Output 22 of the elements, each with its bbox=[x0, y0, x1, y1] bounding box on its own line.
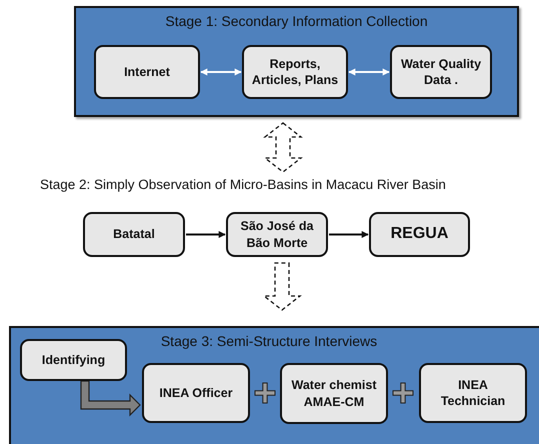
process-box: São José da Bão Morte bbox=[226, 212, 328, 257]
stage-heading: Stage 2: Simply Observation of Micro-Basins in Macacu River Basin bbox=[40, 177, 446, 192]
stage-panel bbox=[74, 6, 519, 117]
bent-block-arrow bbox=[80, 380, 141, 416]
arrow bbox=[186, 231, 226, 238]
process-box: Internet bbox=[94, 45, 200, 99]
block-arrow bbox=[262, 262, 302, 311]
process-box: Batatal bbox=[83, 212, 185, 257]
arrow bbox=[329, 231, 369, 238]
panel-title: Stage 3: Semi-Structure Interviews bbox=[160, 333, 378, 349]
block-arrow bbox=[263, 122, 303, 173]
process-box: REGUA bbox=[369, 212, 470, 257]
process-box: Identifying bbox=[20, 339, 127, 381]
stage-panel bbox=[9, 326, 539, 444]
process-box: INEA Technician bbox=[419, 363, 527, 423]
arrow bbox=[200, 68, 242, 76]
process-box: Water chemist AMAE-CM bbox=[280, 363, 388, 424]
process-box: INEA Officer bbox=[142, 363, 250, 423]
arrow bbox=[348, 68, 390, 76]
process-box: Reports, Articles, Plans bbox=[242, 45, 348, 99]
panel-title: Stage 1: Secondary Information Collection bbox=[164, 13, 429, 29]
process-box: Water Quality Data . bbox=[390, 45, 492, 99]
